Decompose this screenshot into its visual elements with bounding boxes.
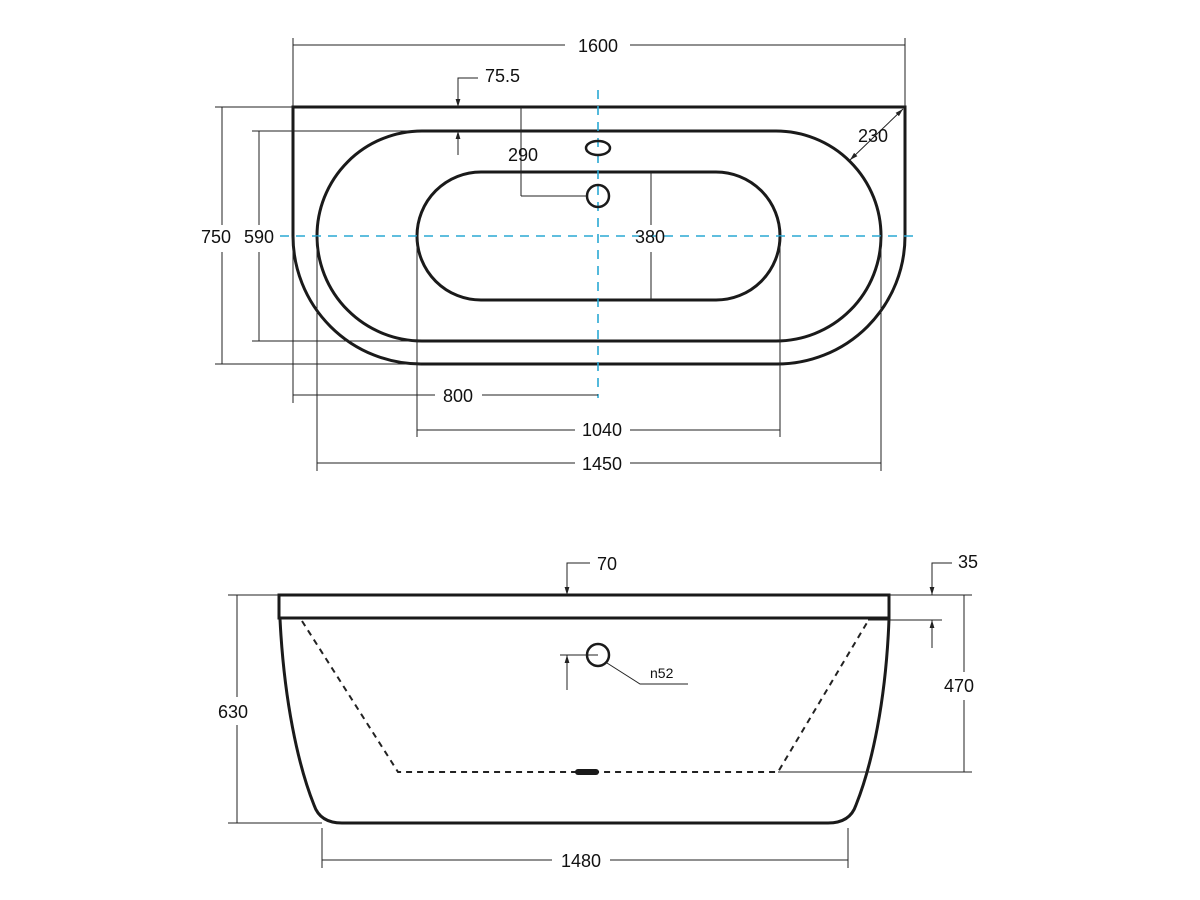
side-view: n52 70 35 470 630 1480 [218, 552, 978, 871]
dim-290: 290 [508, 145, 538, 165]
dim-n52: n52 [650, 665, 674, 681]
dim-380: 380 [635, 227, 665, 247]
dim-1450: 1450 [582, 454, 622, 474]
dim-800: 800 [443, 386, 473, 406]
dim-630: 630 [218, 702, 248, 722]
rim [277, 593, 891, 620]
dim-590: 590 [244, 227, 274, 247]
overflow-icon [584, 139, 612, 157]
dim-470: 470 [944, 676, 974, 696]
drain-bar [575, 769, 599, 775]
top-view: 1600 75.5 290 230 750 590 380 800 [201, 36, 918, 474]
dim-230: 230 [858, 126, 888, 146]
dim-1480: 1480 [561, 851, 601, 871]
body-outline [278, 618, 891, 825]
dim-75-5: 75.5 [485, 66, 520, 86]
outer-outline [291, 105, 907, 366]
dim-1600: 1600 [578, 36, 618, 56]
dim-35: 35 [958, 552, 978, 572]
dim-70: 70 [597, 554, 617, 574]
inner-hidden-outline [301, 620, 869, 773]
dim-1040: 1040 [582, 420, 622, 440]
dim-750: 750 [201, 227, 231, 247]
